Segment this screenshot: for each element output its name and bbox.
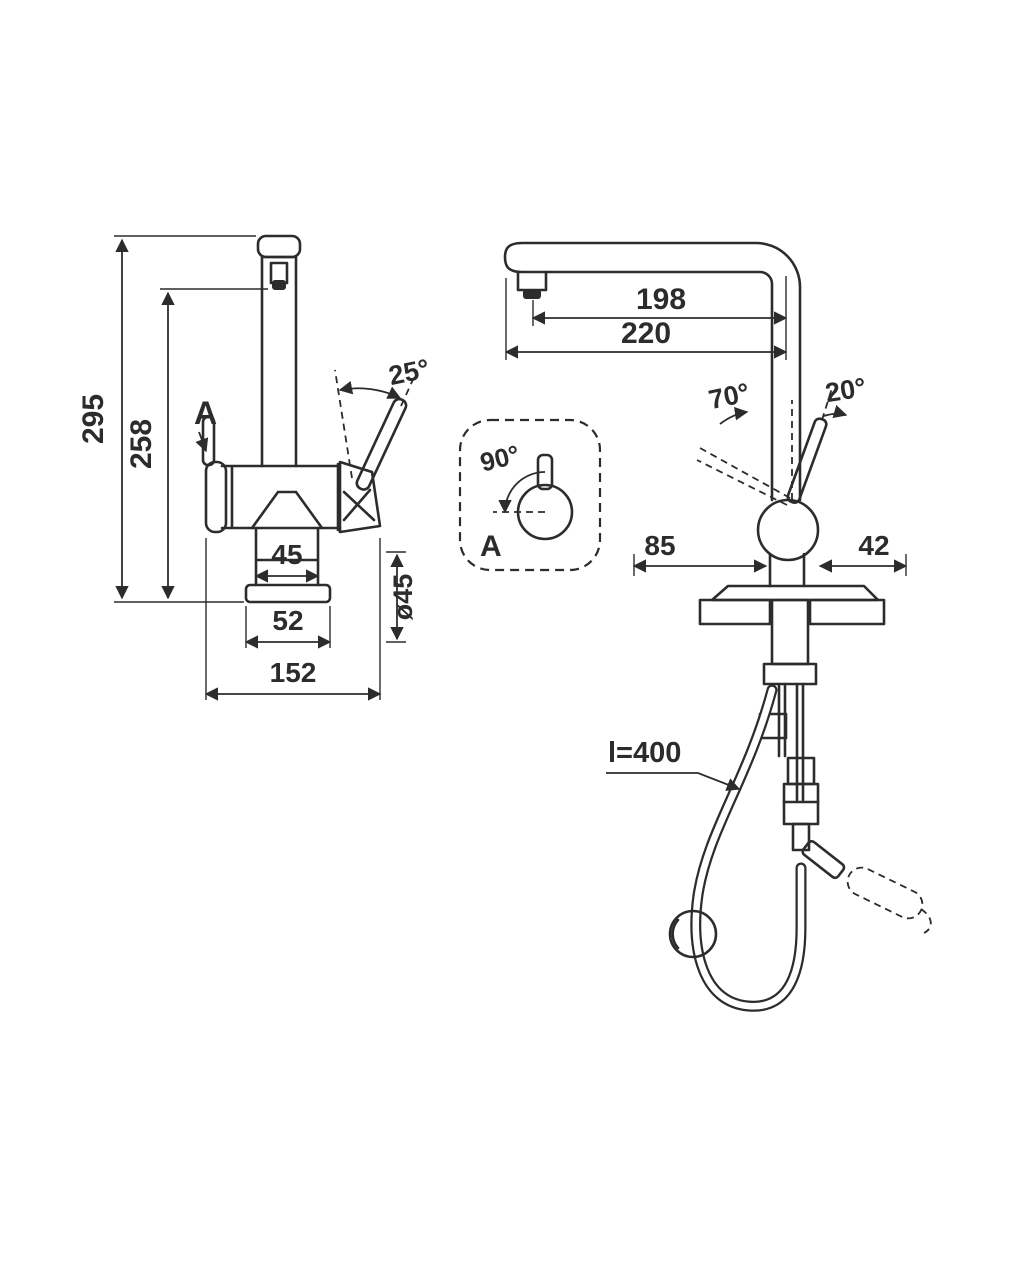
dim-90-label: 90°	[477, 439, 522, 478]
valve-stub	[791, 822, 811, 852]
body-passages	[250, 490, 324, 530]
dim-152-label: 152	[270, 657, 317, 688]
front-view: 295 258 A 25° 45 52 152 ø	[77, 234, 432, 701]
dim-85-label: 85	[644, 530, 675, 561]
phantom-20	[791, 387, 833, 500]
dim-25-label: 25°	[386, 353, 432, 391]
spray-head-phantom	[846, 866, 932, 934]
hose-weight-shading	[671, 918, 680, 950]
spout-top-cap	[256, 234, 302, 259]
hose-length-leader	[606, 772, 741, 791]
left-valve-cap	[204, 460, 228, 534]
arc-25	[338, 381, 402, 399]
front-view-object	[201, 234, 408, 604]
dim-258-label: 258	[125, 419, 158, 469]
dim-198-label: 198	[636, 283, 686, 316]
body-below-ball	[768, 552, 806, 588]
dim-42-label: 42	[858, 530, 889, 561]
deck-plate	[710, 584, 880, 602]
spout-column	[260, 255, 298, 468]
section-a-label-detail: A	[480, 530, 502, 563]
dim-70-label: 70°	[706, 377, 752, 415]
spout-side	[503, 241, 802, 502]
ball-joint	[756, 498, 820, 562]
detail-boundary	[458, 418, 602, 572]
dim-295-label: 295	[77, 394, 110, 444]
countertop	[698, 598, 886, 626]
aerator-tip-front	[272, 280, 286, 290]
supply-pipes	[777, 682, 805, 802]
mounting-nut	[762, 662, 818, 686]
side-view: 198 220 70° 20° 85 42 l=400	[503, 241, 932, 1012]
right-handle	[355, 397, 408, 491]
arc-20	[823, 405, 848, 418]
check-valve-lower	[782, 782, 820, 826]
dim-220-label: 220	[621, 317, 671, 350]
hose-length-label: l=400	[608, 737, 681, 769]
hose-weight	[668, 909, 718, 959]
spray-head-phantom-tail	[920, 908, 932, 934]
aerator-side	[516, 270, 548, 292]
dim-52-label: 52	[272, 605, 303, 636]
section-a-leader	[195, 431, 209, 453]
front-view-dimensions: 295 258 A 25° 45 52 152 ø	[77, 235, 432, 701]
detail-view: 90° A	[458, 418, 602, 572]
arc-70	[719, 407, 749, 425]
dim-20-label: 20°	[823, 372, 868, 408]
spray-elbow	[801, 840, 846, 880]
aerator-tip-side	[523, 289, 541, 299]
mounting-shank	[770, 598, 810, 666]
phantom-70	[696, 447, 791, 506]
right-handle-joint	[338, 460, 382, 534]
dim-45-label: 45	[271, 539, 302, 570]
side-view-dimensions: 198 220 70° 20° 85 42 l=400	[504, 276, 908, 791]
ext-152	[205, 538, 381, 700]
arc-90	[498, 471, 546, 514]
base-flange	[244, 583, 332, 604]
dim-dia45-label: ø45	[388, 574, 418, 621]
body-bar	[220, 462, 342, 532]
ext-dia45	[386, 551, 406, 643]
pullout-hose-inner	[692, 686, 805, 1010]
ext-295	[114, 235, 256, 603]
phantom-25	[334, 369, 416, 479]
check-valve-upper	[786, 756, 816, 786]
section-a-label-front: A	[194, 395, 217, 431]
side-view-object	[503, 241, 932, 1012]
